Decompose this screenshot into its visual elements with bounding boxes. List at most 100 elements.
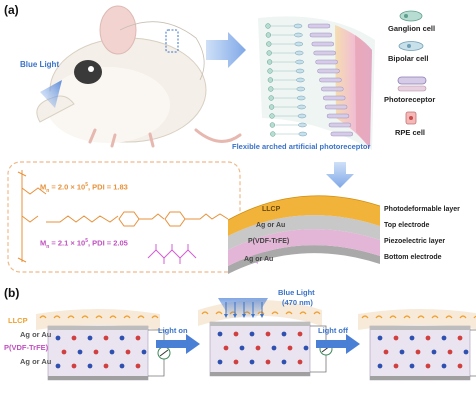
photoreceptor-cell — [319, 77, 342, 83]
layered-device — [227, 195, 381, 274]
layer-bottom-electrode-label: Ag or Au — [244, 256, 274, 263]
panel-b-label: (b) — [4, 286, 20, 300]
dipole-charge — [103, 335, 109, 341]
bipolar-cell — [295, 68, 305, 74]
dipole-charge — [447, 349, 453, 355]
photoreceptor-caption: Flexible arched artificial photoreceptor — [232, 142, 371, 151]
mesogen-mark — [39, 315, 47, 319]
light-ray-head — [251, 314, 255, 318]
ganglion-cell — [267, 68, 273, 74]
photoreceptor-cell — [313, 50, 336, 56]
dipole-charge — [119, 335, 125, 341]
dipole-charge — [249, 359, 255, 365]
dipole-charge — [217, 331, 223, 337]
photoreceptor-cell — [309, 32, 333, 38]
dipole-charge — [265, 359, 271, 365]
light-ray-head — [242, 314, 246, 318]
dipole-charge — [441, 335, 447, 341]
dipole-charge — [431, 349, 437, 355]
dipole-charge — [297, 359, 303, 365]
dipole-charge — [217, 359, 223, 365]
mesogen-mark — [53, 315, 61, 319]
dipole-charge — [233, 331, 239, 337]
bipolar-cell — [298, 131, 308, 137]
dipole-charge — [425, 335, 431, 341]
mesogen-mark — [417, 315, 425, 319]
ganglion-cell — [268, 95, 274, 101]
mesogen-mark — [201, 311, 209, 315]
mesogen-mark — [431, 315, 439, 319]
dipole-charge — [61, 349, 67, 355]
dipole-charge — [415, 349, 421, 355]
dipole-charge — [141, 349, 147, 355]
panel-b-devices — [36, 300, 476, 381]
mesogen-mark — [109, 315, 117, 319]
panel-b-top-electrode-label: Ag or Au — [20, 330, 52, 339]
mesogen-mark — [299, 311, 307, 315]
bipolar-cell — [296, 77, 305, 83]
bipolar-cell — [294, 32, 303, 38]
layer-name-piezoelectric: Piezoelectric layer — [384, 238, 446, 245]
bipolar-cell — [298, 122, 307, 128]
dipole-charge — [399, 349, 405, 355]
circuit-wire — [470, 329, 476, 377]
panel-b-blue-light-label: Blue Light — [278, 288, 315, 297]
dipole-charge — [463, 349, 469, 355]
bipolar-cell — [297, 113, 307, 119]
dipole-charge — [93, 349, 99, 355]
layer-llcp — [228, 195, 380, 236]
dipole-charge — [249, 331, 255, 337]
layer-name-top-electrode: Top electrode — [384, 222, 430, 229]
dipole-charge — [303, 345, 309, 351]
ganglion-cell — [267, 77, 274, 83]
dipole-charge — [233, 359, 239, 365]
photoreceptor-cell — [326, 113, 350, 119]
layer-name-photodeformable: Photodeformable layer — [384, 206, 460, 213]
bipolar-cell — [295, 59, 304, 65]
dipole-charge — [109, 349, 115, 355]
llcp-film — [358, 309, 476, 330]
dipole-charge — [287, 345, 293, 351]
dipole-charge — [77, 349, 83, 355]
dipole-charge — [271, 345, 277, 351]
bipolar-cell — [297, 104, 306, 110]
ganglion-cell — [268, 104, 275, 110]
photoreceptor-cell — [317, 68, 340, 74]
photoreceptor-cell — [330, 131, 353, 137]
ganglion-cell — [265, 32, 272, 38]
dipole-charge — [125, 349, 131, 355]
ganglion-cell — [270, 131, 276, 137]
meter-needle-icon — [159, 349, 169, 357]
light-ray-arrows — [224, 302, 264, 318]
dipole-charge — [71, 363, 77, 369]
cell-legend — [397, 10, 427, 125]
legend-photoreceptor-label: Photoreceptor — [384, 95, 436, 104]
device-1 — [36, 309, 171, 381]
light-on-label: Light on — [158, 326, 188, 335]
bottom-electrode — [370, 376, 470, 380]
polymer-mn-bottom: Mn = 2.1 × 105, PDI = 2.05 — [40, 238, 128, 250]
dipole-charge — [441, 363, 447, 369]
ganglion-cell — [266, 41, 272, 47]
dipole-charge — [393, 335, 399, 341]
dipole-charge — [55, 335, 61, 341]
dipole-charge — [135, 363, 141, 369]
mesogen-mark — [313, 311, 321, 315]
top-electrode — [210, 322, 310, 326]
ganglion-cell — [266, 50, 272, 56]
photoreceptor-cell — [315, 59, 338, 65]
ganglion-cell — [266, 59, 273, 65]
dipole-charge — [103, 363, 109, 369]
mesogen-mark — [285, 311, 293, 315]
dipole-charge — [281, 331, 287, 337]
layer-llcp-label: LLCP — [262, 206, 281, 213]
dipole-charge — [457, 363, 463, 369]
panel-b-pvdf-label: P(VDF-TrFE) — [4, 343, 49, 352]
light-ray-head — [260, 314, 264, 318]
dipole-charge — [71, 335, 77, 341]
polymer-chemical-structure — [17, 170, 229, 263]
dipole-charge — [377, 335, 383, 341]
dipole-charge — [223, 345, 229, 351]
dipole-charge — [239, 345, 245, 351]
